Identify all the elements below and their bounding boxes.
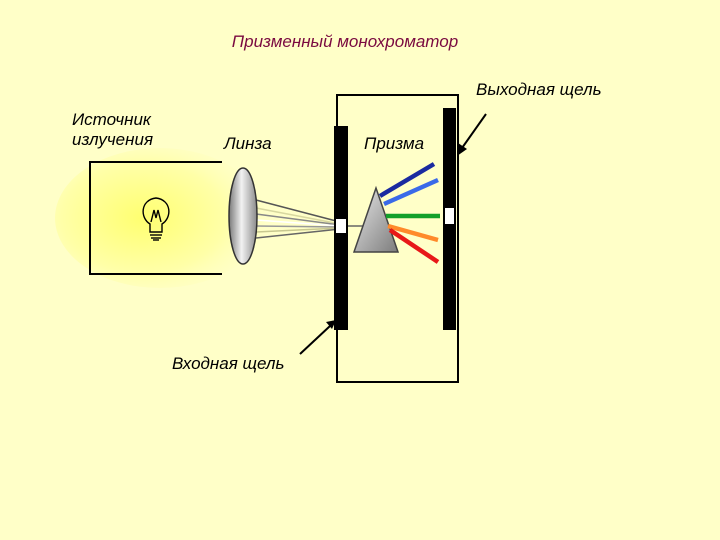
source-label: Источник излучения bbox=[72, 110, 154, 149]
lens-label: Линза bbox=[224, 134, 272, 153]
spectrum-rays bbox=[378, 162, 440, 264]
spectrum-ray-blue bbox=[383, 177, 439, 207]
light-bulb-icon bbox=[142, 197, 170, 241]
monochromator-box bbox=[336, 94, 459, 383]
prism bbox=[352, 185, 400, 253]
source-housing bbox=[89, 161, 222, 275]
exit-slit bbox=[445, 208, 454, 224]
entrance-slit-arrow bbox=[299, 320, 336, 355]
lens bbox=[228, 167, 258, 265]
spectrum-ray-violet bbox=[378, 162, 436, 198]
entrance-slit-label: Входная щель bbox=[172, 354, 285, 373]
spectrum-ray-red bbox=[388, 228, 440, 264]
light-beam bbox=[255, 199, 368, 239]
prism-label: Призма bbox=[364, 134, 425, 153]
spectrum-ray-orange bbox=[387, 223, 439, 243]
exit-slit-arrow bbox=[457, 113, 487, 156]
diagram-title: Призменный монохроматор bbox=[231, 32, 459, 51]
entrance-slit bbox=[336, 219, 346, 233]
exit-slit-label: Выходная щель bbox=[476, 80, 602, 99]
